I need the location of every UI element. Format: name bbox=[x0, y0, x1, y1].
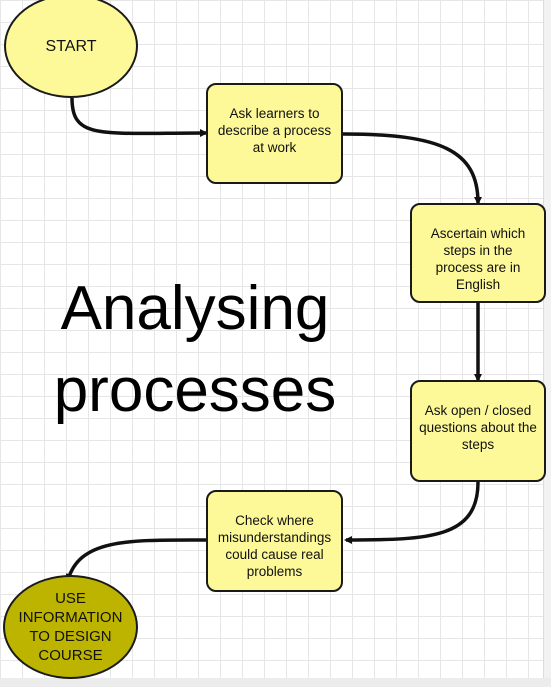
diagram-title: Analysing processes bbox=[30, 268, 360, 432]
step-ascertain-steps-label: Ascertain which steps in the process are… bbox=[430, 226, 526, 292]
step-ask-learners[interactable]: Ask learners to describe a process at wo… bbox=[206, 83, 343, 184]
end-node[interactable]: USE INFORMATION TO DESIGN COURSE bbox=[3, 575, 138, 679]
step-check-misunderstandings[interactable]: Check where misunderstandings could caus… bbox=[206, 490, 343, 592]
title-line-1: Analysing bbox=[60, 274, 330, 343]
step-ask-learners-label: Ask learners to describe a process at wo… bbox=[217, 106, 332, 155]
step-ask-questions-label: Ask open / closed questions about the st… bbox=[419, 403, 537, 452]
title-line-2: processes bbox=[53, 356, 337, 425]
start-label: START bbox=[45, 37, 97, 55]
horizontal-scrollbar[interactable] bbox=[0, 678, 551, 687]
step-check-misunderstandings-label: Check where misunderstandings could caus… bbox=[217, 513, 332, 579]
step-ascertain-steps[interactable]: Ascertain which steps in the process are… bbox=[410, 203, 546, 303]
connector-step4-to-end bbox=[65, 538, 207, 582]
connector-step3-to-step4 bbox=[344, 481, 480, 544]
end-label: USE INFORMATION TO DESIGN COURSE bbox=[18, 590, 123, 664]
connector-start-to-step1 bbox=[70, 97, 208, 138]
step-ask-questions[interactable]: Ask open / closed questions about the st… bbox=[410, 380, 546, 482]
connector-step1-to-step2 bbox=[342, 132, 482, 205]
start-node[interactable]: START bbox=[4, 0, 138, 98]
vertical-scrollbar[interactable] bbox=[543, 0, 551, 678]
